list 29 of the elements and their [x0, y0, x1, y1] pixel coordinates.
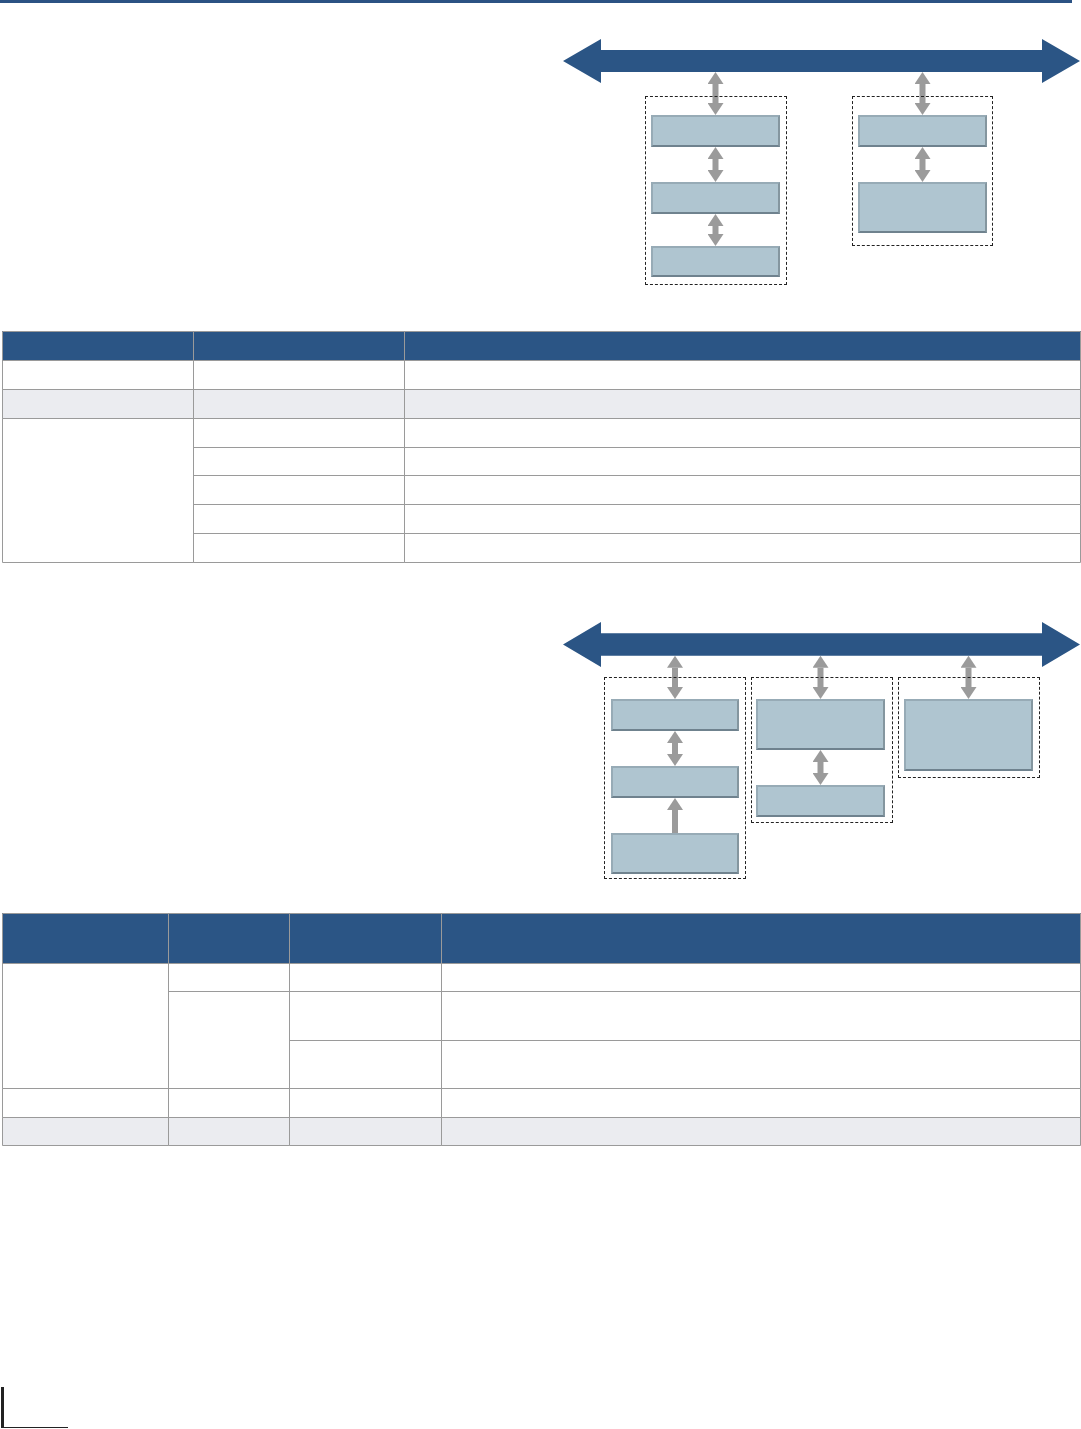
dashed-group-frame: [852, 96, 993, 246]
double-headed-arrow: [707, 72, 724, 115]
double-headed-arrow: [914, 147, 931, 182]
empty-block: [611, 766, 739, 798]
double-headed-arrow: [667, 655, 683, 699]
empty-block: [651, 246, 780, 277]
double-headed-arrow: [667, 731, 683, 766]
empty-block: [904, 699, 1033, 771]
empty-block: [611, 833, 739, 874]
empty-block: [651, 182, 780, 214]
empty-block: [756, 785, 885, 817]
double-headed-arrow: [707, 214, 724, 246]
dashed-group-frame: [645, 96, 787, 285]
empty-block: [611, 699, 739, 731]
dashed-group-frame: [604, 677, 746, 879]
empty-block: [858, 182, 987, 233]
double-headed-arrow: [914, 72, 931, 115]
wide-double-arrow: [563, 622, 1080, 667]
double-headed-arrow: [812, 750, 829, 785]
double-headed-arrow: [707, 147, 724, 182]
double-headed-arrow: [812, 655, 829, 699]
dashed-group-frame: [898, 677, 1040, 778]
arrow: [667, 798, 683, 833]
dashed-group-frame: [751, 677, 893, 823]
wide-double-arrow: [563, 39, 1080, 83]
empty-block: [651, 115, 780, 147]
empty-block: [756, 699, 885, 750]
double-headed-arrow: [960, 655, 977, 699]
empty-block: [858, 115, 987, 147]
